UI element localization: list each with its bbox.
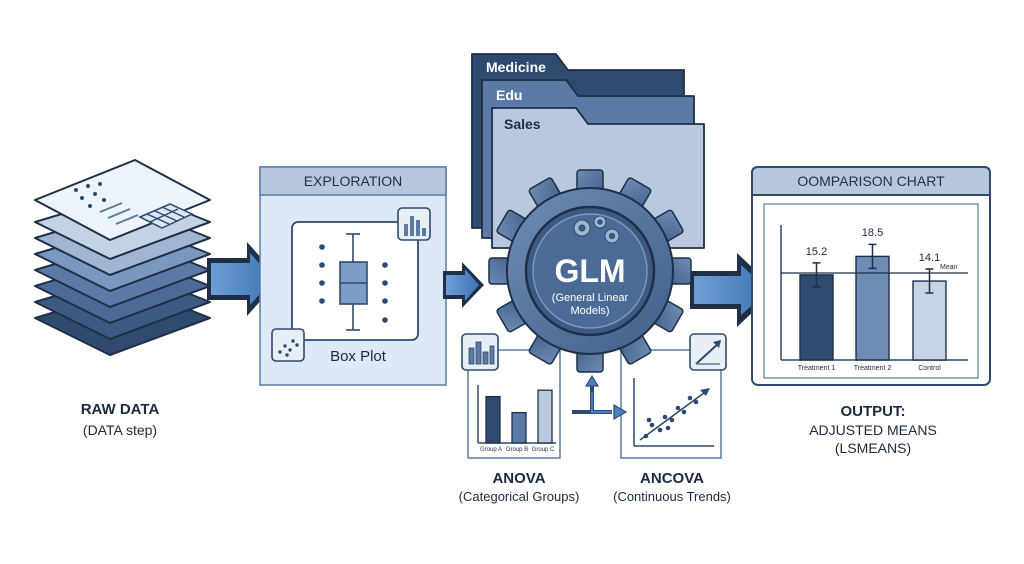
branch-arrow <box>572 374 628 421</box>
trend-line-icon <box>689 333 727 371</box>
comparison-bar <box>912 280 947 361</box>
raw-data-subtitle: (DATA step) <box>82 422 158 438</box>
comparison-bar <box>799 274 834 361</box>
comparison-category-label: Treatment 2 <box>853 365 892 372</box>
anova-group-b: Group B <box>505 447 529 453</box>
scatter-icon <box>271 328 305 362</box>
box-plot-graphic <box>339 233 368 331</box>
anova-bar <box>485 395 501 444</box>
glm-subtitle-line2: Models) <box>570 305 610 317</box>
glm-title: GLM <box>554 253 626 289</box>
comparison-panel <box>751 166 991 386</box>
comparison-title: OOMPARISON CHART <box>797 173 945 189</box>
ancova-panel <box>620 333 727 459</box>
flow-arrow-2 <box>443 262 484 308</box>
comparison-bars <box>799 243 947 361</box>
anova-bar <box>511 411 527 444</box>
comparison-category-label: Treatment 1 <box>797 365 836 372</box>
ancova-subtitle: (Continuous Trends) <box>613 489 731 504</box>
comparison-bar <box>855 255 890 361</box>
exploration-panel <box>259 166 447 386</box>
output-title: OUTPUT: <box>840 403 906 420</box>
small-gears-icon <box>573 215 620 244</box>
ancova-title: ANCOVA <box>640 470 704 487</box>
histogram-icon <box>397 207 431 241</box>
anova-title: ANOVA <box>492 470 546 487</box>
anova-bar <box>537 389 553 444</box>
raw-data-title: RAW DATA <box>80 401 160 418</box>
error-bar <box>812 262 821 288</box>
anova-group-a: Group A <box>479 447 502 453</box>
anova-panel <box>461 333 561 459</box>
box-plot-label: Box Plot <box>330 348 386 365</box>
glm-subtitle-line1: (General Linear <box>551 292 629 304</box>
folder-label-sales: Sales <box>504 116 541 132</box>
comparison-value-label: 14.1 <box>918 252 941 265</box>
comparison-value-label: 15.2 <box>805 245 828 258</box>
comparison-category-label: Control <box>918 365 941 372</box>
anova-group-c: Group C <box>531 447 555 453</box>
error-bar <box>868 243 877 270</box>
output-line2: ADJUSTED MEANS <box>809 422 937 438</box>
anova-bar-icon <box>461 333 499 371</box>
anova-subtitle: (Categorical Groups) <box>458 489 580 504</box>
exploration-title: EXPLORATION <box>303 173 403 189</box>
raw-data-stack <box>34 159 211 356</box>
folder-label-medicine: Medicine <box>486 59 546 75</box>
comparison-value-label: 18.5 <box>861 227 884 240</box>
mean-label: Mean <box>940 264 958 271</box>
anova-bars <box>485 389 553 444</box>
folder-label-edu: Edu <box>496 87 523 103</box>
glm-gear <box>488 169 692 373</box>
output-line3: (LSMEANS) <box>834 440 912 456</box>
